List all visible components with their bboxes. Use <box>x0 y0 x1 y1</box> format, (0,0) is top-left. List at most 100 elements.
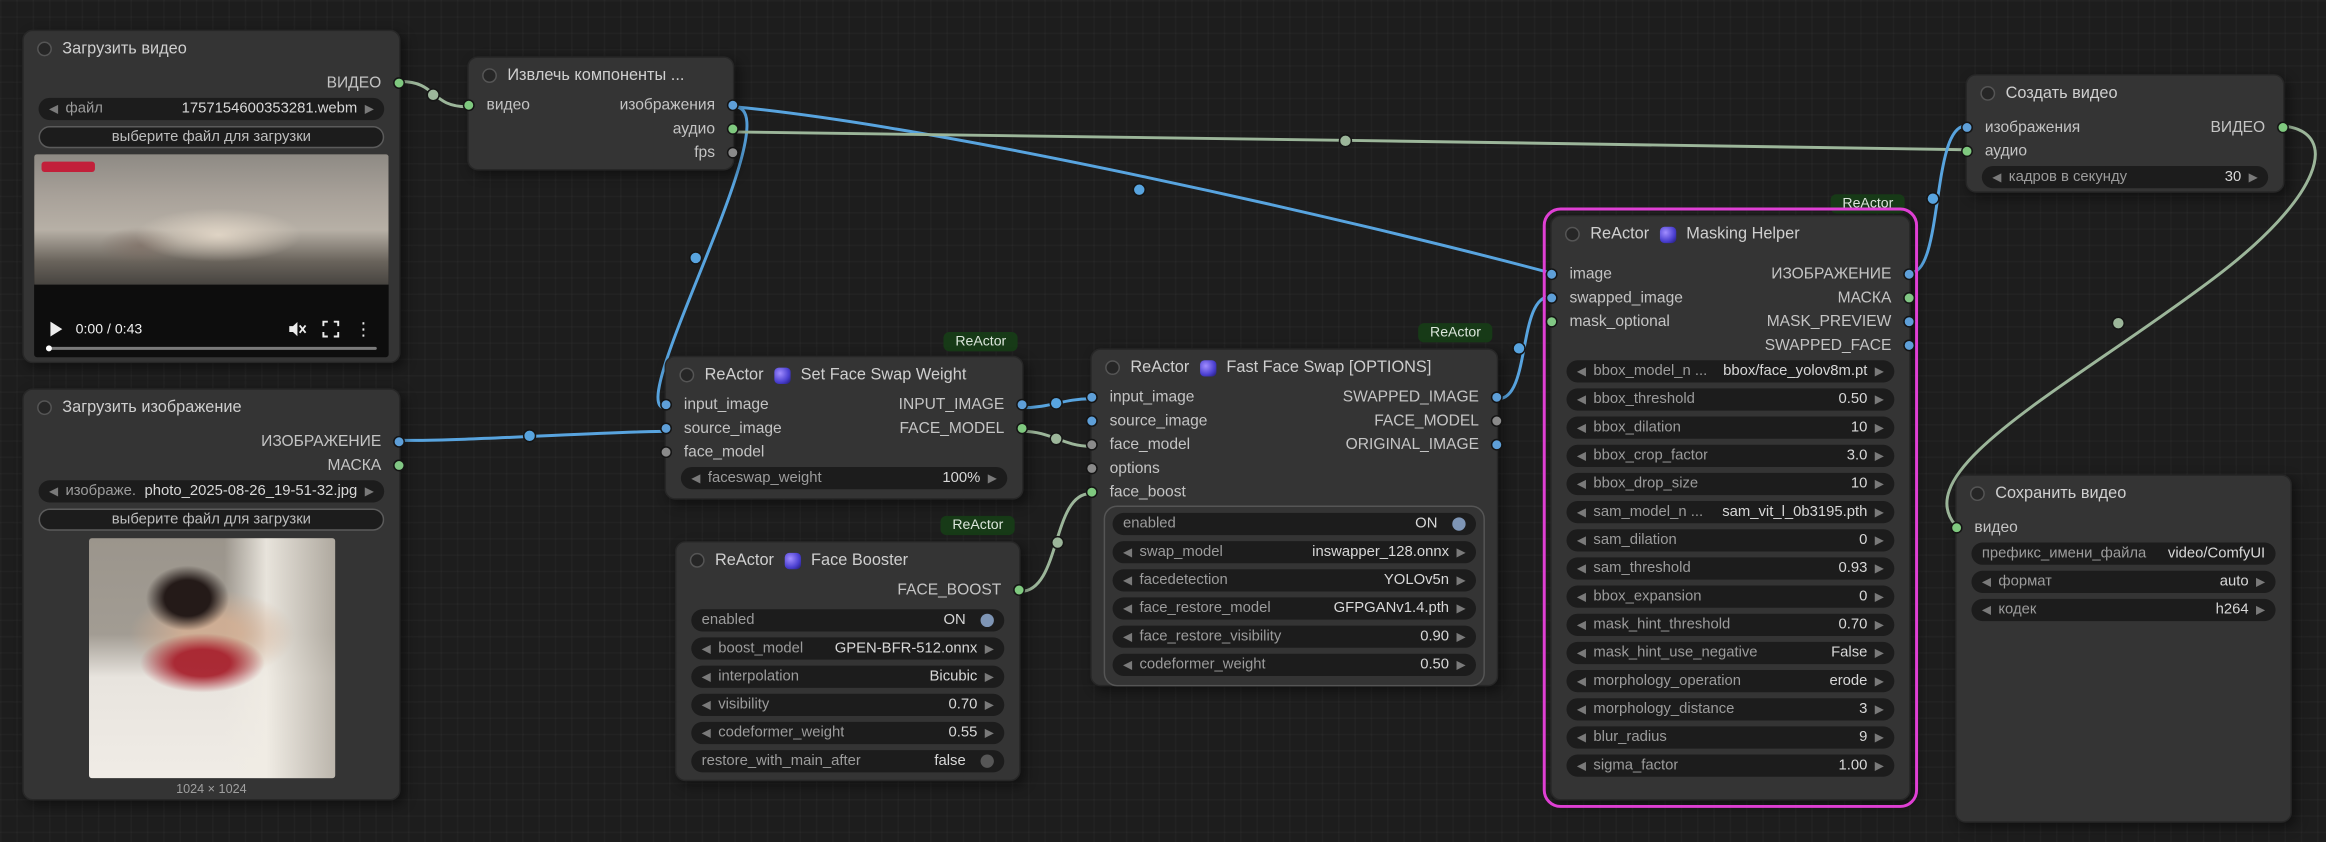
port-dot[interactable] <box>1545 292 1558 304</box>
port-dot[interactable] <box>2277 121 2289 134</box>
next-arrow-icon[interactable]: ▶ <box>2248 169 2258 184</box>
collapse-dot[interactable] <box>1565 226 1580 242</box>
input-port-mask-optional[interactable]: mask_optional <box>1545 313 1670 331</box>
next-arrow-icon[interactable]: ▶ <box>984 669 994 683</box>
prev-arrow-icon[interactable]: ◀ <box>48 101 59 115</box>
prev-arrow-icon[interactable]: ◀ <box>1576 589 1587 603</box>
toggle-knob[interactable] <box>980 754 994 768</box>
next-arrow-icon[interactable]: ▶ <box>1874 758 1884 772</box>
port-dot[interactable] <box>1950 521 1963 534</box>
node-header[interactable]: Загрузить изображение <box>24 390 399 426</box>
prev-arrow-icon[interactable]: ◀ <box>1992 169 2002 184</box>
prev-arrow-icon[interactable]: ◀ <box>1122 572 1133 587</box>
port-dot[interactable] <box>660 446 672 459</box>
widget-swap-model[interactable]: ◀ swap_model inswapper_128.onnx ▶ <box>1112 541 1477 564</box>
port-dot[interactable] <box>1961 145 1973 158</box>
next-arrow-icon[interactable]: ▶ <box>364 101 374 115</box>
widget-face-restore-model[interactable]: ◀ face_restore_model GFPGANv1.4.pth ▶ <box>1112 597 1477 620</box>
input-port-source-image[interactable]: source_image <box>1085 412 1207 430</box>
input-port-options[interactable]: options <box>1085 460 1160 477</box>
prev-arrow-icon[interactable]: ◀ <box>1576 645 1587 659</box>
widget-bbox-dilation[interactable]: ◀ bbox_dilation 10 ▶ <box>1566 416 1895 439</box>
choose-file-button[interactable]: выберите файл для загрузки <box>38 508 385 531</box>
port-dot[interactable] <box>1545 315 1558 328</box>
widget-sam-dilation[interactable]: ◀ sam_dilation 0 ▶ <box>1566 529 1895 552</box>
next-arrow-icon[interactable]: ▶ <box>987 470 997 485</box>
collapse-dot[interactable] <box>482 68 497 84</box>
node-load-image[interactable]: Загрузить изображение ИЗОБРАЖЕНИЕ МАСКА … <box>22 388 405 801</box>
port-dot[interactable] <box>1085 415 1098 427</box>
output-port-swapped-image[interactable]: SWAPPED_IMAGE <box>1343 388 1503 406</box>
widget-restore-with-main-after[interactable]: restore_with_main_after false <box>691 750 1005 773</box>
node-set-face-swap-weight[interactable]: ReActor Set Face Swap Weight input_image… <box>660 355 1029 500</box>
output-port-fps[interactable]: fps <box>694 144 739 162</box>
toggle-knob[interactable] <box>1452 517 1466 531</box>
next-arrow-icon[interactable]: ▶ <box>2256 574 2266 588</box>
collapse-dot[interactable] <box>1969 486 1985 502</box>
output-port-face-model[interactable]: FACE_MODEL <box>900 420 1029 437</box>
input-port-image[interactable]: image <box>1545 265 1612 283</box>
port-dot[interactable] <box>393 77 405 89</box>
input-port-audio[interactable]: аудио <box>1961 142 2027 160</box>
next-arrow-icon[interactable]: ▶ <box>1874 392 1884 406</box>
port-dot[interactable] <box>1903 268 1916 281</box>
next-arrow-icon[interactable]: ▶ <box>1456 572 1466 587</box>
node-fast-face-swap[interactable]: ReActor Fast Face Swap [OPTIONS] input_i… <box>1085 348 1503 687</box>
next-arrow-icon[interactable]: ▶ <box>1874 673 1884 688</box>
node-extract-components[interactable]: Извлечь компоненты ... видео изображения… <box>462 56 739 171</box>
prev-arrow-icon[interactable]: ◀ <box>1122 657 1133 671</box>
output-port-audio[interactable]: аудио <box>673 120 739 138</box>
collapse-dot[interactable] <box>37 400 52 416</box>
input-port-source-image[interactable]: source_image <box>660 420 782 437</box>
prev-arrow-icon[interactable]: ◀ <box>1576 673 1587 688</box>
widget-image-file[interactable]: ◀ изображе... photo_2025-08-26_19-51-32.… <box>38 480 385 503</box>
widget-interpolation[interactable]: ◀ interpolation Bicubic ▶ <box>691 665 1005 688</box>
node-face-booster[interactable]: ReActor Face Booster FACE_BOOST enabled … <box>674 541 1026 782</box>
widget-bbox-threshold[interactable]: ◀ bbox_threshold 0.50 ▶ <box>1566 388 1895 411</box>
collapse-dot[interactable] <box>689 552 705 568</box>
prev-arrow-icon[interactable]: ◀ <box>1576 448 1587 462</box>
port-dot[interactable] <box>1016 398 1029 411</box>
port-dot[interactable] <box>1085 438 1098 451</box>
collapse-dot[interactable] <box>679 367 695 383</box>
video-preview[interactable]: 0:00 / 0:43 ⋮ <box>34 154 389 358</box>
widget-sam-threshold[interactable]: ◀ sam_threshold 0.93 ▶ <box>1566 557 1895 580</box>
output-port-image[interactable]: ИЗОБРАЖЕНИЕ <box>261 433 405 451</box>
port-dot[interactable] <box>462 99 475 112</box>
output-port-image[interactable]: ИЗОБРАЖЕНИЕ <box>1771 265 1916 283</box>
next-arrow-icon[interactable]: ▶ <box>1874 476 1884 490</box>
output-port-input-image[interactable]: INPUT_IMAGE <box>899 396 1029 414</box>
widget-fps[interactable]: ◀ кадров в секунду 30 ▶ <box>1981 166 2269 189</box>
port-dot[interactable] <box>1490 391 1503 404</box>
widget-sigma-factor[interactable]: ◀ sigma_factor 1.00 ▶ <box>1566 754 1895 777</box>
prev-arrow-icon[interactable]: ◀ <box>48 484 59 498</box>
widget-sam-model[interactable]: ◀ sam_model_n ... sam_vit_l_0b3195.pth ▶ <box>1566 501 1895 524</box>
node-header[interactable]: ReActor Fast Face Swap [OPTIONS] <box>1092 350 1497 386</box>
next-arrow-icon[interactable]: ▶ <box>1874 645 1884 659</box>
widget-codeformer-weight[interactable]: ◀ codeformer_weight 0.55 ▶ <box>691 721 1005 745</box>
widget-file[interactable]: ◀ файл 1757154600353281.webm ▶ <box>38 97 385 121</box>
output-port-original-image[interactable]: ORIGINAL_IMAGE <box>1346 436 1503 454</box>
prev-arrow-icon[interactable]: ◀ <box>1576 420 1587 434</box>
prev-arrow-icon[interactable]: ◀ <box>1576 504 1587 519</box>
widget-morphology-distance[interactable]: ◀ morphology_distance 3 ▶ <box>1566 698 1895 721</box>
widget-enabled[interactable]: enabled ON <box>691 609 1005 632</box>
input-port-swapped-image[interactable]: swapped_image <box>1545 289 1683 307</box>
node-load-video[interactable]: Загрузить видео ВИДЕО ◀ файл 17571546003… <box>22 29 405 364</box>
next-arrow-icon[interactable]: ▶ <box>1874 561 1884 575</box>
port-dot[interactable] <box>1545 268 1558 281</box>
next-arrow-icon[interactable]: ▶ <box>1456 629 1466 643</box>
node-masking-helper[interactable]: ReActor Masking Helper image ИЗОБРАЖЕНИЕ… <box>1542 207 1919 808</box>
collapse-dot[interactable] <box>1105 360 1120 376</box>
next-arrow-icon[interactable]: ▶ <box>1456 601 1466 615</box>
prev-arrow-icon[interactable]: ◀ <box>701 697 711 711</box>
port-dot[interactable] <box>1085 391 1098 404</box>
prev-arrow-icon[interactable]: ◀ <box>1981 602 1991 616</box>
video-progress-bar[interactable] <box>45 345 377 352</box>
prev-arrow-icon[interactable]: ◀ <box>1576 561 1587 575</box>
next-arrow-icon[interactable]: ▶ <box>1874 730 1884 744</box>
more-options-icon[interactable]: ⋮ <box>354 318 373 340</box>
port-dot[interactable] <box>1903 339 1916 352</box>
prev-arrow-icon[interactable]: ◀ <box>1576 476 1587 490</box>
